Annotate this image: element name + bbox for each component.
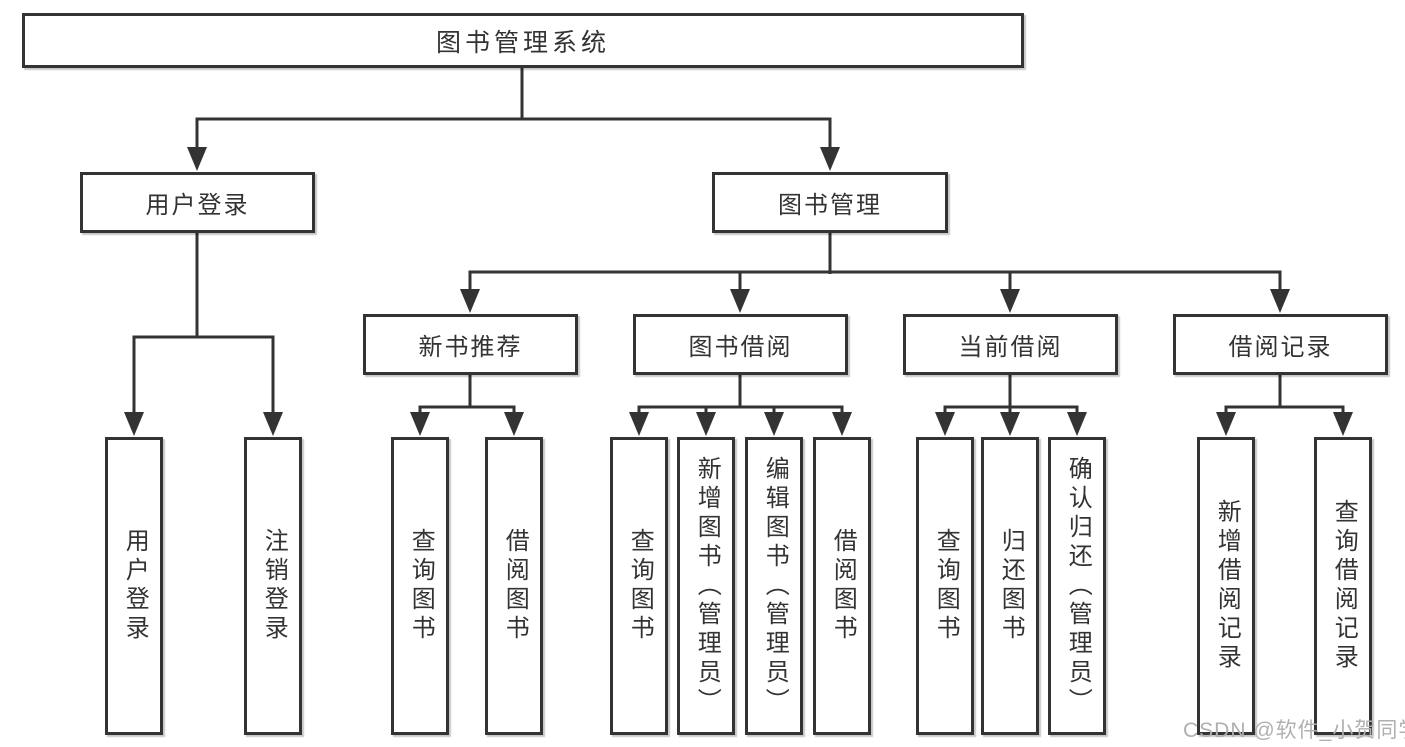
node-leaf-logout: 注销登录 bbox=[244, 437, 302, 735]
node-user-login: 用户登录 bbox=[80, 172, 315, 233]
node-label: 借阅记录 bbox=[1228, 334, 1333, 361]
csdn-watermark: CSDN @软件_小贺同学 bbox=[1183, 719, 1405, 742]
arrow-down-icon bbox=[1000, 412, 1020, 436]
node-label: 图书管理 bbox=[778, 192, 882, 219]
arrow-down-icon bbox=[124, 412, 144, 436]
node-leaf-borrow-books: 借阅图书 bbox=[485, 437, 543, 735]
node-leaf-query-books-2: 查询图书 bbox=[610, 437, 668, 735]
arrow-down-icon bbox=[1000, 289, 1020, 313]
node-leaf-confirm-return-admin: 确认归还（管理员） bbox=[1048, 437, 1106, 735]
node-label: 用户登录 bbox=[121, 528, 149, 644]
node-label: 图书管理系统 bbox=[435, 28, 610, 57]
node-leaf-return-books: 归还图书 bbox=[981, 437, 1039, 735]
node-leaf-query-borrow-record: 查询借阅记录 bbox=[1314, 437, 1372, 735]
node-label: 借阅图书 bbox=[501, 528, 529, 644]
node-leaf-borrow-books-2: 借阅图书 bbox=[813, 437, 871, 735]
arrowheads bbox=[124, 147, 1353, 436]
node-label: 查询借阅记录 bbox=[1330, 499, 1358, 673]
arrow-down-icon bbox=[504, 412, 524, 436]
node-borrow-records: 借阅记录 bbox=[1173, 314, 1388, 375]
arrow-down-icon bbox=[832, 412, 852, 436]
arrow-down-icon bbox=[629, 412, 649, 436]
rail-current-borrow-children bbox=[943, 373, 1079, 416]
node-leaf-query-books: 查询图书 bbox=[391, 437, 449, 735]
rail-borrow-record-children bbox=[1224, 373, 1345, 416]
node-label: 当前借阅 bbox=[958, 334, 1063, 361]
node-new-book-recommend: 新书推荐 bbox=[363, 314, 578, 375]
node-current-borrow: 当前借阅 bbox=[903, 314, 1118, 375]
arrow-down-icon bbox=[263, 412, 283, 436]
node-label: 新书推荐 bbox=[418, 334, 523, 361]
arrow-down-icon bbox=[696, 412, 716, 436]
node-leaf-query-books-3: 查询图书 bbox=[916, 437, 974, 735]
node-label: 借阅图书 bbox=[829, 528, 857, 644]
arrow-down-icon bbox=[1216, 412, 1236, 436]
arrow-down-icon bbox=[1067, 412, 1087, 436]
node-label: 图书借阅 bbox=[688, 334, 793, 361]
arrow-down-icon bbox=[820, 147, 840, 171]
arrow-down-icon bbox=[187, 147, 207, 171]
arrow-down-icon bbox=[410, 412, 430, 436]
arrow-down-icon bbox=[460, 289, 480, 313]
arrow-down-icon bbox=[764, 412, 784, 436]
node-label: 查询图书 bbox=[407, 528, 435, 644]
arrow-down-icon bbox=[935, 412, 955, 436]
node-leaf-add-books-admin: 新增图书（管理员） bbox=[677, 437, 735, 735]
node-leaf-add-borrow-record: 新增借阅记录 bbox=[1197, 437, 1255, 735]
node-label: 用户登录 bbox=[145, 192, 250, 219]
node-leaf-edit-books-admin: 编辑图书（管理员） bbox=[745, 437, 803, 735]
node-label: 查询图书 bbox=[932, 528, 960, 644]
node-book-borrow: 图书借阅 bbox=[633, 314, 848, 375]
node-library-system: 图书管理系统 bbox=[22, 13, 1024, 68]
rail-book-borrow-children bbox=[637, 373, 844, 416]
node-book-management: 图书管理 bbox=[712, 172, 948, 233]
rail-user-login-children bbox=[132, 335, 275, 416]
node-leaf-user-login: 用户登录 bbox=[105, 437, 163, 735]
node-label: 归还图书 bbox=[997, 528, 1025, 644]
connector-rails bbox=[132, 66, 1345, 416]
node-label: 确认归还（管理员） bbox=[1064, 455, 1092, 717]
rail-level2 bbox=[195, 117, 832, 152]
node-label: 编辑图书（管理员） bbox=[761, 455, 789, 717]
node-label: 新增图书（管理员） bbox=[693, 455, 721, 717]
rail-new-book-children bbox=[418, 373, 516, 416]
node-label: 注销登录 bbox=[260, 528, 288, 644]
arrow-down-icon bbox=[1333, 412, 1353, 436]
node-label: 新增借阅记录 bbox=[1213, 499, 1241, 673]
arrow-down-icon bbox=[730, 289, 750, 313]
node-label: 查询图书 bbox=[626, 528, 654, 644]
arrow-down-icon bbox=[1270, 289, 1290, 313]
rail-level3 bbox=[468, 270, 1282, 293]
